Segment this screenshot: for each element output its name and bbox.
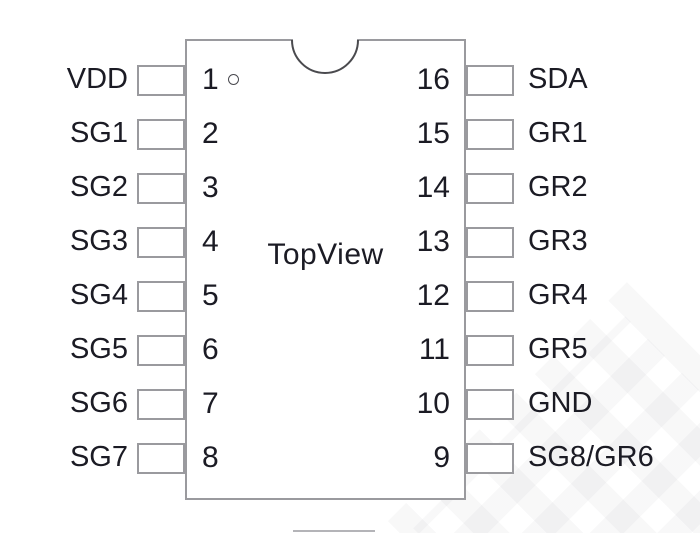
pin-label-gr5: GR5 <box>528 333 588 365</box>
pin-lead-right-14[interactable] <box>466 173 514 204</box>
pin-lead-right-16[interactable] <box>466 65 514 96</box>
pin-label-sg8-gr6: SG8/GR6 <box>528 441 654 473</box>
pin-number-6: 6 <box>202 333 219 366</box>
pin-lead-right-15[interactable] <box>466 119 514 150</box>
pin-lead-left-8[interactable] <box>137 443 185 474</box>
pin-number-8: 8 <box>202 441 219 474</box>
pin-lead-left-2[interactable] <box>137 119 185 150</box>
pin-label-sg1: SG1 <box>69 117 128 149</box>
pin-lead-right-12[interactable] <box>466 281 514 312</box>
pin1-dot-icon <box>228 74 239 85</box>
pin-label-sg3: SG3 <box>69 225 128 257</box>
bottom-rule-artifact <box>293 530 375 532</box>
pin-label-gr2: GR2 <box>528 171 588 203</box>
chip-package-body <box>185 39 466 500</box>
pin-number-13: 13 <box>416 225 450 258</box>
pin-number-11: 11 <box>418 333 450 366</box>
pin-lead-left-5[interactable] <box>137 281 185 312</box>
pin-lead-right-13[interactable] <box>466 227 514 258</box>
pin-label-gr1: GR1 <box>528 117 588 149</box>
pin-number-7: 7 <box>202 387 219 420</box>
pin-lead-right-9[interactable] <box>466 443 514 474</box>
pin-number-15: 15 <box>416 117 450 150</box>
pin-number-12: 12 <box>416 279 450 312</box>
pin-number-4: 4 <box>202 225 219 258</box>
pin-number-2: 2 <box>202 117 219 150</box>
pin-label-sg5: SG5 <box>69 333 128 365</box>
pin-label-gnd: GND <box>528 387 593 419</box>
pin-number-1: 1 <box>202 63 219 96</box>
pin-lead-right-10[interactable] <box>466 389 514 420</box>
pin-lead-left-3[interactable] <box>137 173 185 204</box>
pin-label-sda: SDA <box>528 63 588 95</box>
pin-lead-left-4[interactable] <box>137 227 185 258</box>
pin-label-vdd: VDD <box>66 63 128 95</box>
pin-lead-right-11[interactable] <box>466 335 514 366</box>
top-view-caption: TopView <box>267 238 384 271</box>
pin-label-gr3: GR3 <box>528 225 588 257</box>
pin-label-sg7: SG7 <box>69 441 128 473</box>
pin-number-5: 5 <box>202 279 219 312</box>
pin-number-16: 16 <box>416 63 450 96</box>
pin-number-9: 9 <box>433 441 450 474</box>
pin-label-gr4: GR4 <box>528 279 588 311</box>
pin-label-sg6: SG6 <box>69 387 128 419</box>
pin-lead-left-6[interactable] <box>137 335 185 366</box>
pin-label-sg2: SG2 <box>69 171 128 203</box>
pin-number-10: 10 <box>416 387 450 420</box>
pin-number-3: 3 <box>202 171 219 204</box>
pin-lead-left-1[interactable] <box>137 65 185 96</box>
pin-label-sg4: SG4 <box>69 279 128 311</box>
pin-lead-left-7[interactable] <box>137 389 185 420</box>
pin-number-14: 14 <box>416 171 450 204</box>
